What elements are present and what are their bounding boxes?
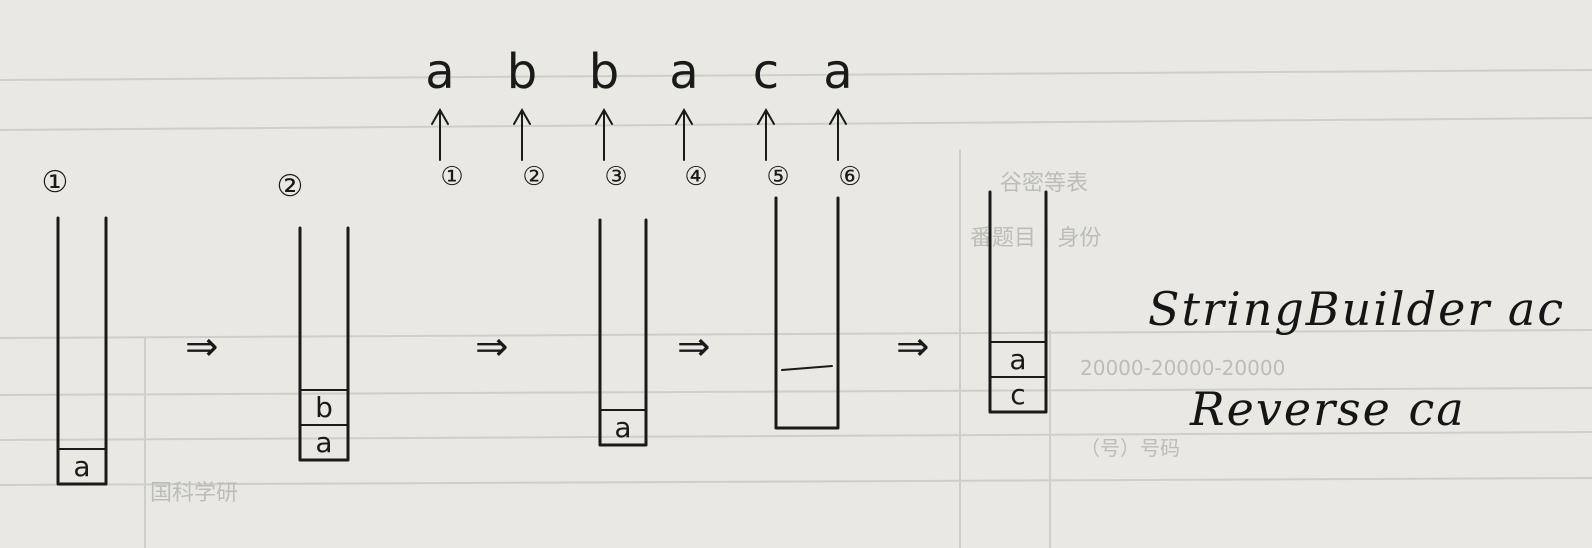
input-sequence: a ① b ② b ③ a ④ c ⑤ a ⑥	[425, 44, 861, 192]
transition-arrow: ⇒	[475, 324, 509, 370]
stack-stage-2: ② ab	[277, 169, 350, 462]
stack-outline	[298, 226, 350, 462]
svg-text:番题目 | 身份: 番题目 | 身份	[970, 226, 1101, 251]
stack-stage-1: ①a	[42, 165, 108, 486]
stack-outline	[774, 196, 840, 430]
sequence-step-label: ⑤	[766, 162, 789, 192]
svg-text:20000-20000-20000: 20000-20000-20000	[1080, 356, 1285, 380]
stack-cell: b	[315, 391, 333, 424]
background-print-text: 谷密等表 番题目 | 身份 20000-20000-20000 （号）号码 国科…	[150, 171, 1285, 506]
stage-label: ②	[277, 169, 304, 204]
transition-arrow: ⇒	[185, 324, 219, 370]
svg-text:谷密等表: 谷密等表	[1000, 171, 1088, 196]
sequence-arrow	[431, 107, 449, 161]
sequence-step-label: ①	[440, 162, 463, 192]
sequence-char: b	[507, 44, 537, 100]
sequence-step-label: ②	[522, 162, 545, 192]
svg-text:国科学研: 国科学研	[150, 481, 238, 506]
stack-cell: a	[614, 411, 631, 444]
sequence-char: a	[425, 44, 454, 100]
sequence-arrow	[513, 107, 531, 161]
sequence-step-label: ⑥	[838, 162, 861, 192]
stack-stage-5: ca	[988, 190, 1048, 414]
sequence-arrow	[829, 107, 847, 161]
transition-arrow: ⇒	[677, 324, 711, 370]
sequence-arrow	[595, 107, 613, 161]
stack-outline	[56, 216, 108, 486]
sequence-arrow	[675, 107, 693, 161]
stack-stage-3: a	[598, 218, 648, 447]
stack-outline	[988, 190, 1048, 414]
transition-arrow: ⇒	[896, 324, 930, 370]
sequence-char: a	[823, 44, 852, 100]
stack-outline	[598, 218, 648, 447]
stack-empty-marker	[781, 365, 833, 371]
stage-label: ①	[42, 165, 69, 200]
sequence-step-label: ④	[684, 162, 707, 192]
stack-cell: a	[315, 426, 332, 459]
svg-text:（号）号码: （号）号码	[1080, 436, 1180, 460]
reverse-note: Reverse ca	[1190, 382, 1466, 436]
stack-cell: c	[1010, 378, 1025, 411]
sequence-char: a	[669, 44, 698, 100]
sequence-step-label: ③	[604, 162, 627, 192]
sequence-char: c	[753, 44, 779, 100]
sequence-arrow	[757, 107, 775, 161]
stack-cell: a	[73, 450, 90, 483]
background-print-lines	[0, 69, 1592, 548]
stack-stage-4	[774, 196, 840, 430]
stringbuilder-note: StringBuilder ac	[1148, 282, 1566, 336]
stack-cell: a	[1009, 343, 1026, 376]
transition-arrows: ⇒ ⇒ ⇒ ⇒	[185, 324, 930, 370]
sequence-char: b	[589, 44, 619, 100]
